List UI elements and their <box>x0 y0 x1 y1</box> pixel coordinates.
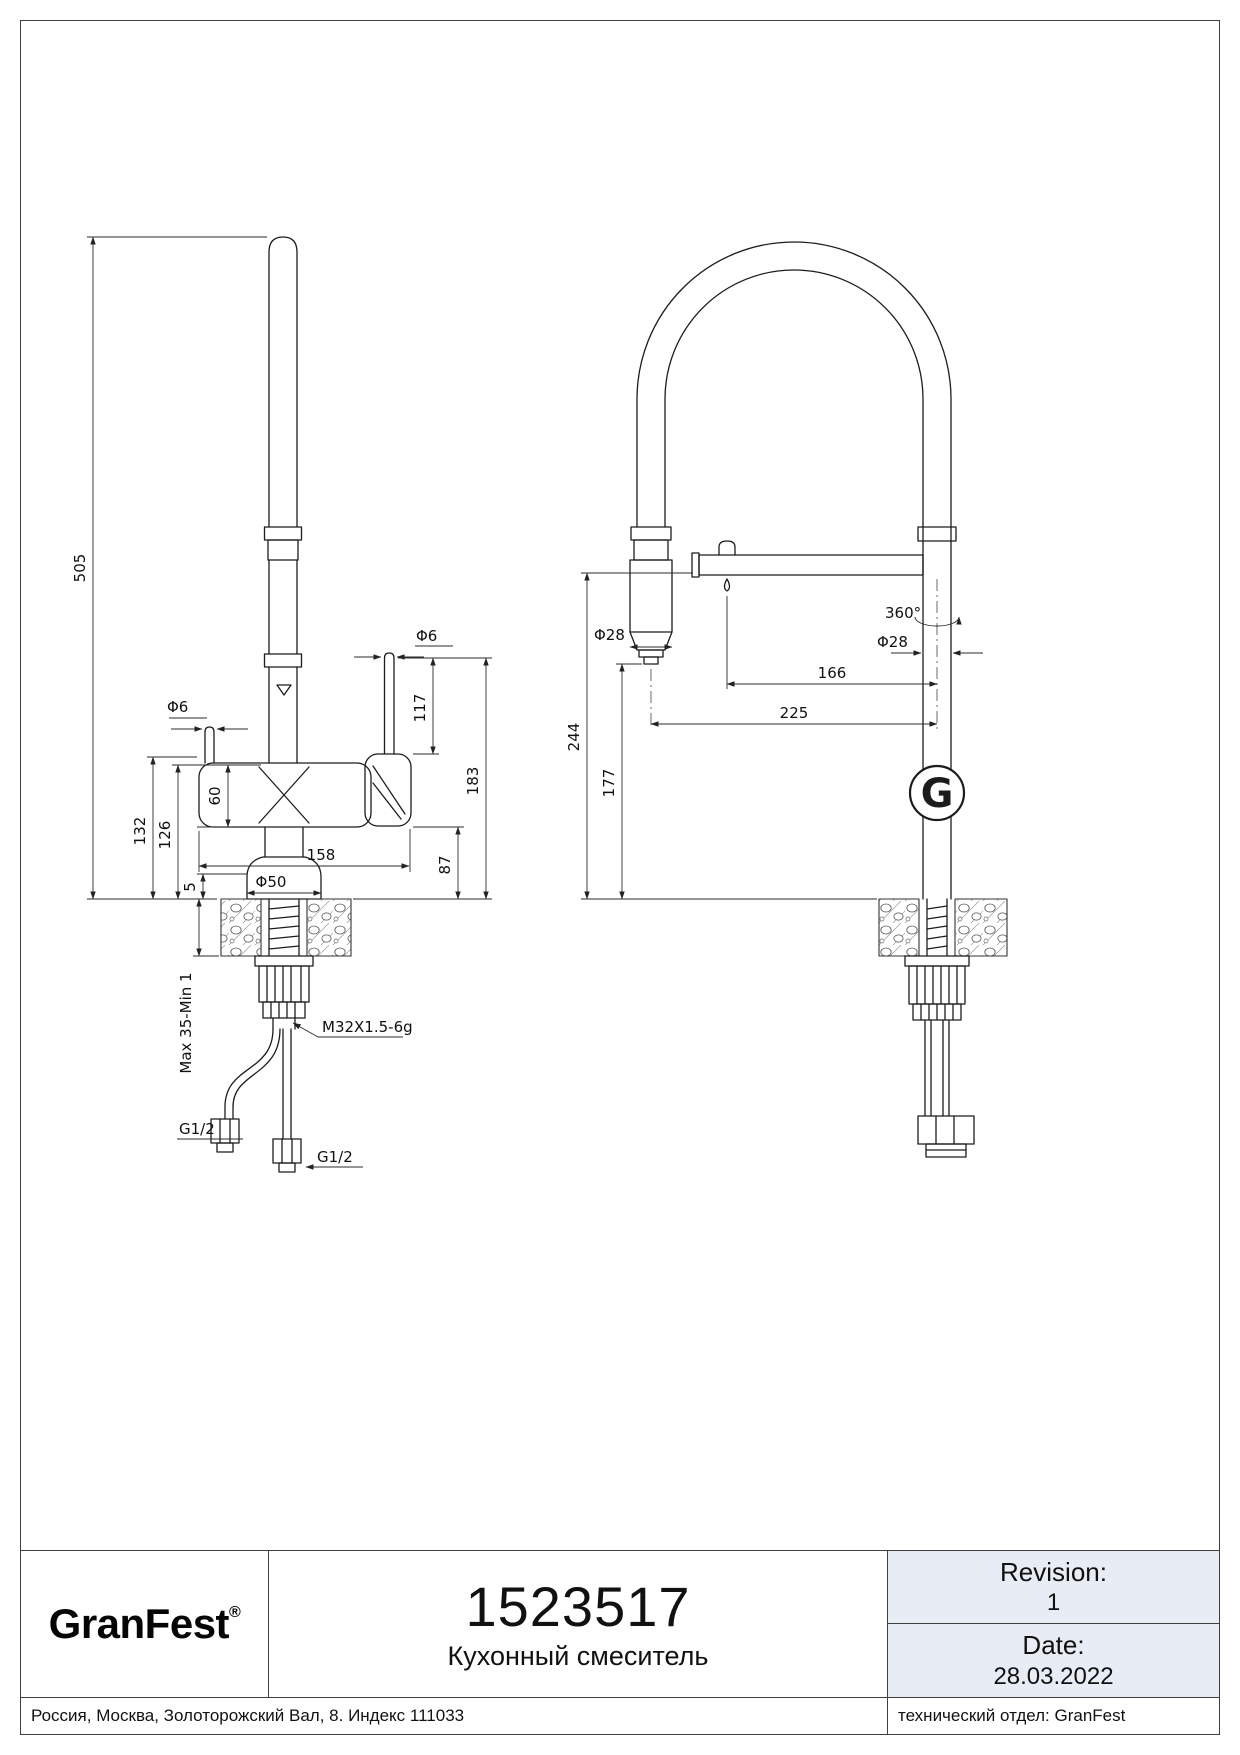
date-cell: Date: 28.03.2022 <box>888 1624 1219 1697</box>
date-label: Date: <box>1022 1630 1085 1661</box>
drawing-frame: 505 132 126 60 5 Φ6 Φ6 117 183 87 158 Φ5… <box>20 20 1220 1735</box>
dim-117: 117 <box>411 694 429 723</box>
dim-87: 87 <box>436 855 454 874</box>
dimension-labels: 505 132 126 60 5 Φ6 Φ6 117 183 87 158 Φ5… <box>71 554 953 1166</box>
part-number: 1523517 <box>465 1574 691 1638</box>
dim-phi6-lever: Φ6 <box>416 627 437 645</box>
date-value: 28.03.2022 <box>993 1662 1114 1690</box>
dim-thread: M32X1.5-6g <box>322 1018 413 1036</box>
manufacturer-address: Россия, Москва, Золоторожский Вал, 8. Ин… <box>31 1706 465 1725</box>
brand-name: GranFest <box>48 1600 230 1647</box>
brand-medallion-letter: G <box>921 771 954 817</box>
dim-183: 183 <box>464 767 482 796</box>
part-info-cell: 1523517 Кухонный смеситель <box>269 1551 887 1697</box>
dim-g12-right: G1/2 <box>317 1148 353 1166</box>
side-view <box>629 241 1008 1158</box>
front-view <box>198 236 412 1173</box>
part-description: Кухонный смеситель <box>447 1641 709 1672</box>
dim-225: 225 <box>780 704 809 722</box>
revision-value: 1 <box>1046 1589 1061 1617</box>
revision-label: Revision: <box>1000 1556 1107 1587</box>
registered-mark: ® <box>229 1604 241 1621</box>
drawing-area: 505 132 126 60 5 Φ6 Φ6 117 183 87 158 Φ5… <box>21 21 1219 1550</box>
dim-phi28-pipe: Φ28 <box>877 633 908 651</box>
dim-360: 360° <box>885 604 921 622</box>
dim-5: 5 <box>181 882 199 892</box>
technical-department: технический отдел: GranFest <box>887 1698 1219 1734</box>
dim-505: 505 <box>71 554 89 583</box>
brand-logo: GranFest® <box>49 1600 241 1648</box>
dim-166: 166 <box>818 664 847 682</box>
dim-g12-left: G1/2 <box>179 1120 215 1138</box>
dim-132: 132 <box>131 817 149 846</box>
footer-row: Россия, Москва, Золоторожский Вал, 8. Ин… <box>21 1697 1219 1734</box>
revision-date-column: Revision: 1 Date: 28.03.2022 <box>887 1551 1219 1697</box>
title-block: GranFest® 1523517 Кухонный смеситель Rev… <box>21 1550 1219 1697</box>
dim-phi28-spray: Φ28 <box>594 626 625 644</box>
dim-177: 177 <box>600 769 618 798</box>
brand-logo-cell: GranFest® <box>21 1551 269 1697</box>
dim-244: 244 <box>565 723 583 752</box>
dim-60: 60 <box>206 786 224 805</box>
dim-158: 158 <box>307 846 336 864</box>
dim-phi50: Φ50 <box>256 873 287 891</box>
dim-deck-thickness: Max 35-Min 1 <box>177 972 195 1073</box>
dim-126: 126 <box>156 821 174 850</box>
technical-drawing: 505 132 126 60 5 Φ6 Φ6 117 183 87 158 Φ5… <box>71 236 1008 1173</box>
revision-cell: Revision: 1 <box>888 1551 1219 1624</box>
dimension-lines <box>87 236 983 1170</box>
dim-phi6-pin: Φ6 <box>167 698 188 716</box>
